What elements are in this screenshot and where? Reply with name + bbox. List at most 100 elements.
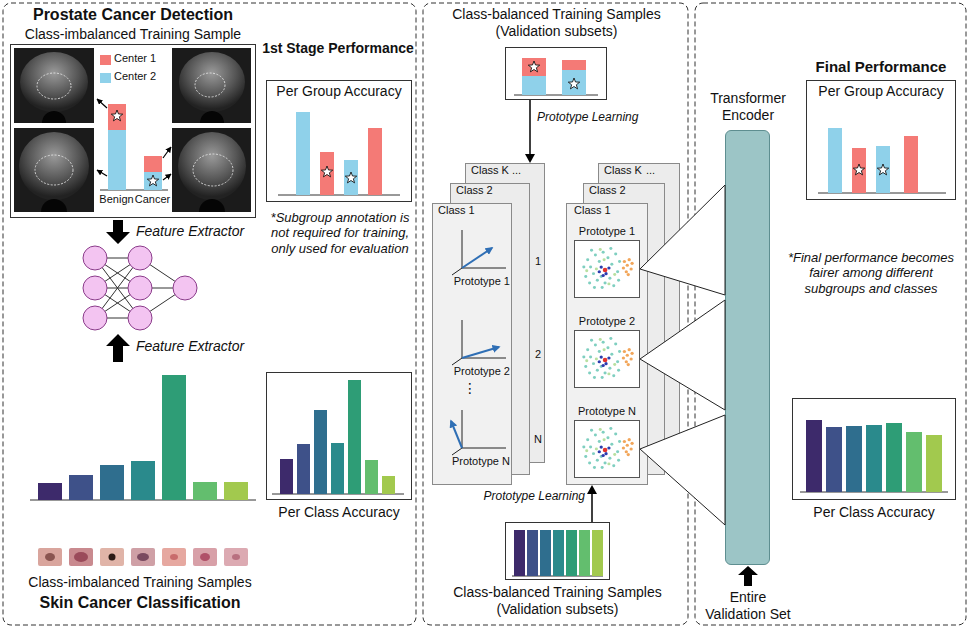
graphic bbox=[195, 73, 225, 97]
text-slot: Class-imbalanced Training Sample bbox=[6, 26, 260, 43]
text-label: Prototype N bbox=[570, 405, 644, 418]
prototype-box: Prototype 1 bbox=[574, 240, 640, 298]
connector bbox=[587, 485, 597, 522]
class-card: Class 1 Prototype 1 Prototype 2 Prototype N bbox=[432, 203, 512, 485]
text-label: Class-balanced Training Samples (Validat… bbox=[449, 6, 664, 39]
text-slot: Per Group Accuracy bbox=[266, 83, 412, 100]
text-label: Transformer Encoder bbox=[698, 90, 798, 123]
graphic bbox=[83, 246, 107, 270]
text-slot: Class 2 bbox=[589, 184, 649, 197]
edge-label: Prototype Learning bbox=[475, 489, 585, 503]
arrow-head bbox=[525, 154, 535, 163]
graphic bbox=[224, 548, 248, 566]
text-label: Prototype 1 bbox=[448, 275, 510, 288]
graphic bbox=[172, 128, 251, 212]
figure-part bbox=[452, 230, 506, 275]
figure-part bbox=[452, 320, 506, 365]
graphic bbox=[179, 52, 245, 112]
arrow-line bbox=[591, 493, 593, 522]
text-label: Prostate Cancer Detection bbox=[8, 6, 258, 25]
connector bbox=[640, 415, 725, 525]
graphic bbox=[14, 128, 94, 212]
text-label: Class 1 bbox=[438, 204, 498, 217]
graphic bbox=[131, 548, 155, 566]
connector bbox=[640, 185, 725, 295]
graphic bbox=[232, 554, 240, 560]
text-label: Entire Validation Set bbox=[698, 589, 798, 622]
graphic bbox=[876, 146, 890, 193]
text-slot: Final Performance bbox=[806, 58, 956, 76]
text-slot: Class-balanced Training Samples (Validat… bbox=[449, 6, 664, 39]
text-label: Per Group Accuracy bbox=[266, 83, 412, 100]
text-slot: Transformer Encoder bbox=[698, 90, 798, 123]
text-slot: Prototype Learning bbox=[475, 489, 585, 503]
text-slot: Benign bbox=[98, 193, 135, 206]
graphic bbox=[522, 58, 546, 76]
encoder-bar: Transformer Encoder bbox=[725, 130, 770, 565]
text-label: Prototype N bbox=[448, 455, 510, 468]
text-slot: Prototype 2 bbox=[448, 365, 510, 378]
text-slot: Prototype 2 bbox=[570, 315, 644, 328]
graphic bbox=[348, 380, 361, 494]
wedge bbox=[640, 300, 725, 410]
graphic bbox=[83, 276, 107, 300]
graphic bbox=[199, 199, 225, 212]
graphic bbox=[568, 78, 579, 89]
graphic bbox=[331, 443, 344, 494]
graphic bbox=[128, 246, 152, 270]
text-label: Prototype 1 bbox=[570, 225, 644, 238]
graphic bbox=[14, 48, 94, 123]
graphic bbox=[314, 410, 327, 494]
graphic bbox=[19, 132, 89, 200]
graphic bbox=[144, 172, 162, 190]
text-slot: Class 2 bbox=[456, 184, 516, 197]
graphic bbox=[272, 380, 404, 494]
graphic bbox=[800, 420, 948, 492]
graphic bbox=[100, 548, 124, 566]
scatter-plot bbox=[575, 331, 639, 387]
text-slot: Per Class Accuracy bbox=[266, 504, 412, 521]
wedge bbox=[640, 185, 725, 295]
graphic bbox=[106, 334, 130, 362]
graphic bbox=[695, 3, 966, 625]
graphic bbox=[163, 147, 171, 158]
graphic bbox=[111, 110, 122, 121]
graphic bbox=[41, 199, 67, 212]
text-slot: Class K bbox=[604, 164, 650, 177]
graphic bbox=[14, 48, 94, 123]
prototype-box: Prototype N bbox=[574, 420, 640, 478]
graphic bbox=[14, 128, 94, 212]
graphic bbox=[553, 530, 564, 576]
text-slot: Prostate Cancer Detection bbox=[8, 6, 258, 25]
text-slot: *Subgroup annotation is not required for… bbox=[268, 210, 412, 256]
graphic bbox=[365, 460, 378, 494]
text-label: ⋮ bbox=[462, 380, 478, 397]
text-slot: Center 2 bbox=[114, 70, 166, 83]
graphic bbox=[14, 48, 251, 212]
text-slot: Per Class Accuracy bbox=[792, 504, 956, 521]
text-slot: ... bbox=[646, 164, 664, 177]
class-card: Class 1Prototype 1Prototype 2Prototype N bbox=[566, 203, 648, 485]
graphic bbox=[320, 152, 334, 195]
graphic bbox=[172, 48, 251, 123]
graphic bbox=[30, 375, 256, 500]
graphic bbox=[522, 76, 546, 95]
text-slot: *Final performance becomes fairer among … bbox=[782, 250, 960, 296]
text-label: Prototype 2 bbox=[570, 315, 644, 328]
graphic bbox=[344, 160, 358, 195]
graphic bbox=[97, 99, 171, 190]
edge-label: Prototype Learning bbox=[537, 110, 647, 124]
graphic bbox=[368, 128, 382, 195]
text-label: ... bbox=[646, 164, 664, 177]
graphic bbox=[382, 476, 395, 494]
text-label: Cancer bbox=[134, 193, 171, 206]
sample-box: Class-balanced Training Samples (Validat… bbox=[505, 47, 607, 100]
text-label: Class 2 bbox=[456, 184, 516, 197]
text-label: Class-imbalanced Training Samples bbox=[15, 574, 265, 591]
text-label: 1 bbox=[532, 255, 544, 268]
sample-box: Class-balanced Training Samples (Validat… bbox=[505, 522, 610, 580]
text-label: Center 1 bbox=[114, 52, 166, 65]
graphic bbox=[514, 58, 598, 95]
figure-part bbox=[451, 410, 506, 455]
graphic bbox=[828, 128, 842, 193]
